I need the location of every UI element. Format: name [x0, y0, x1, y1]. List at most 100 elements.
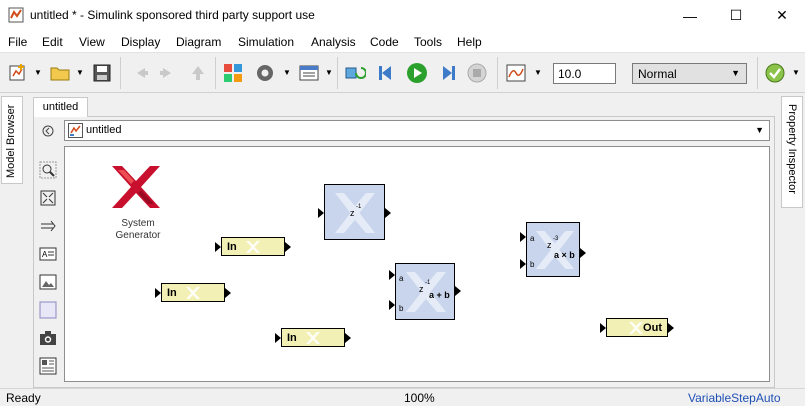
menu-bar: File Edit View Display Diagram Simulatio… [0, 31, 805, 53]
stop-time-input[interactable] [553, 63, 616, 84]
toolbar-separator [497, 57, 498, 89]
adder-pin-b-label: b [399, 304, 404, 313]
adder-input-port-a[interactable] [389, 270, 395, 280]
gateway-in-block[interactable]: In [161, 283, 225, 302]
gateway-in-2-input-port[interactable] [155, 288, 161, 298]
gateway-in-3-input-port[interactable] [275, 333, 281, 343]
mult-exponent-label: -3 [553, 236, 559, 242]
xilinx-logo-icon[interactable] [112, 166, 160, 208]
menu-diagram[interactable]: Diagram [176, 35, 222, 49]
run-icon[interactable] [406, 62, 428, 84]
back-arrow-icon[interactable] [129, 62, 151, 84]
step-back-icon[interactable] [376, 62, 398, 84]
open-dropdown-icon[interactable]: ▼ [76, 68, 84, 77]
camera-icon[interactable] [39, 329, 57, 347]
library-browser-icon[interactable] [222, 62, 244, 84]
zoom-level: 100% [404, 391, 435, 405]
up-arrow-icon[interactable] [187, 62, 209, 84]
toolbar-separator [120, 57, 121, 89]
check-dropdown-icon[interactable]: ▼ [792, 68, 800, 77]
tab-untitled[interactable]: untitled [33, 97, 88, 117]
gateway-in-3-output-port[interactable] [345, 333, 351, 343]
solver-link[interactable]: VariableStepAuto [688, 391, 781, 405]
menu-tools[interactable]: Tools [414, 35, 443, 49]
annotation-icon[interactable]: A [39, 245, 57, 263]
image-icon[interactable] [39, 273, 57, 291]
simulation-mode-select[interactable]: Normal ▼ [632, 63, 747, 84]
mult-output-port[interactable] [580, 248, 586, 258]
delay-output-port[interactable] [385, 208, 391, 218]
gateway-in-1-input-port[interactable] [215, 242, 221, 252]
model-browser-tab[interactable] [1, 96, 23, 184]
new-model-icon[interactable] [7, 62, 29, 84]
delay-block[interactable]: z -1 [324, 184, 385, 240]
model-info-icon[interactable] [39, 357, 57, 375]
signal-line-icon[interactable] [39, 217, 57, 235]
multiplier-block[interactable]: a b z -3 a × b [526, 222, 580, 277]
xilinx-mark-icon [306, 332, 320, 344]
xilinx-mark-icon [186, 287, 200, 299]
open-folder-icon[interactable] [49, 62, 71, 84]
scope-dropdown-icon[interactable]: ▼ [534, 68, 542, 77]
mult-input-port-b[interactable] [520, 259, 526, 269]
menu-simulation[interactable]: Simulation [238, 35, 295, 49]
gear-icon[interactable] [254, 62, 276, 84]
mult-pin-a-label: a [530, 234, 535, 243]
model-explorer-bar[interactable]: untitled ▼ [64, 120, 770, 141]
toolbar: ▼ ▼ ▼ ▼ [0, 53, 805, 93]
gateway-in-label: In [167, 287, 177, 299]
step-forward-icon[interactable] [436, 62, 458, 84]
window-title: untitled * - Simulink sponsored third pa… [30, 8, 315, 22]
menu-help[interactable]: Help [457, 35, 482, 49]
model-icon [68, 123, 83, 138]
close-button[interactable]: ✕ [776, 7, 788, 23]
adder-input-port-b[interactable] [389, 300, 395, 310]
mult-operation-label: a × b [554, 250, 575, 260]
menu-code[interactable]: Code [370, 35, 399, 49]
delay-input-port[interactable] [318, 208, 324, 218]
settings-dropdown-icon[interactable]: ▼ [283, 68, 291, 77]
explorer-dropdown-icon[interactable]: ▼ [325, 68, 333, 77]
area-icon[interactable] [39, 301, 57, 319]
adder-block[interactable]: a b z -1 a + b [395, 263, 455, 320]
scope-icon[interactable] [505, 62, 527, 84]
menu-analysis[interactable]: Analysis [311, 35, 356, 49]
zoom-icon[interactable] [39, 161, 57, 179]
gateway-in-block[interactable]: In [281, 328, 345, 347]
gateway-out-input-port[interactable] [600, 323, 606, 333]
gateway-in-2-output-port[interactable] [225, 288, 231, 298]
hide-browser-icon[interactable] [39, 122, 57, 140]
menu-view[interactable]: View [79, 35, 105, 49]
model-browser-label: Model Browser [5, 104, 17, 178]
menu-edit[interactable]: Edit [42, 35, 63, 49]
chevron-down-icon[interactable]: ▼ [755, 125, 764, 135]
new-model-dropdown-icon[interactable]: ▼ [34, 68, 42, 77]
gateway-in-1-output-port[interactable] [285, 242, 291, 252]
mult-input-port-a[interactable] [520, 232, 526, 242]
menu-display[interactable]: Display [121, 35, 161, 49]
simulink-icon [8, 7, 24, 23]
property-inspector-tab[interactable] [781, 96, 803, 208]
gateway-out-block[interactable]: Out [606, 318, 668, 337]
delay-z-label: z [350, 208, 355, 218]
adder-output-port[interactable] [455, 286, 461, 296]
menu-file[interactable]: File [8, 35, 28, 49]
fit-to-view-icon[interactable] [39, 189, 57, 207]
check-icon[interactable] [764, 62, 786, 84]
toolbar-separator [215, 57, 216, 89]
xilinx-mark-icon [629, 322, 643, 334]
adder-z-label: z [419, 284, 424, 294]
save-icon[interactable] [91, 62, 113, 84]
forward-arrow-icon[interactable] [157, 62, 179, 84]
title-bar: untitled * - Simulink sponsored third pa… [0, 0, 805, 31]
adder-exponent-label: -1 [425, 280, 431, 286]
chevron-down-icon: ▼ [731, 68, 740, 78]
gateway-out-output-port[interactable] [668, 323, 674, 333]
gateway-in-block[interactable]: In [221, 237, 285, 256]
update-diagram-icon[interactable] [344, 62, 366, 84]
model-canvas[interactable]: System Generator In In In Out [64, 146, 770, 382]
minimize-button[interactable]: — [683, 7, 697, 24]
model-explorer-icon[interactable] [298, 62, 320, 84]
stop-icon[interactable] [466, 62, 488, 84]
maximize-button[interactable]: ☐ [729, 7, 743, 23]
